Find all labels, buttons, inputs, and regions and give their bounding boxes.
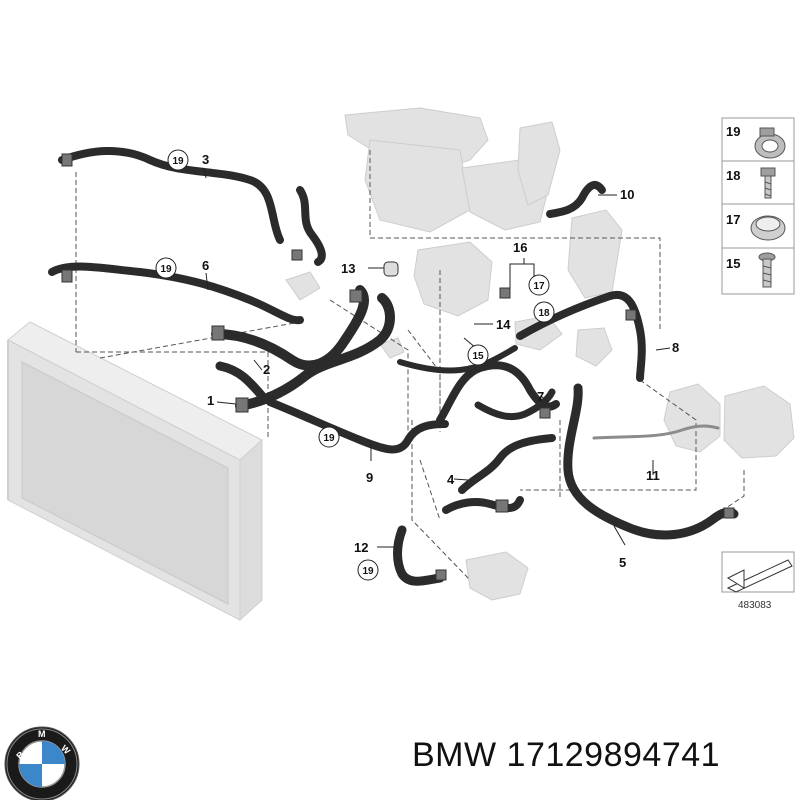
- callout-4: 4: [447, 472, 455, 487]
- callout-19-middle-label: 19: [160, 264, 172, 275]
- callout-14: 14: [496, 317, 511, 332]
- bolt-icon: [760, 167, 776, 199]
- callout-19-bottom-label: 19: [362, 566, 374, 577]
- callout-12: 12: [354, 540, 368, 555]
- callout-19-lower-label: 19: [323, 433, 335, 444]
- callout-17-label: 17: [533, 281, 545, 292]
- hose-upper-link: [397, 345, 518, 374]
- callout-19-middle: 19: [155, 257, 177, 279]
- callout-10: 10: [620, 187, 634, 202]
- callout-19-lower: 19: [318, 426, 340, 448]
- callout-19-upper-label: 19: [172, 156, 184, 167]
- hoses: [48, 147, 739, 586]
- hose-4: [458, 434, 556, 494]
- screw-icon: [758, 252, 776, 288]
- callout-labels: 1 2 3 4 5 6 7 8 9 10 11 12 13 14 16: [202, 152, 679, 570]
- callout-18-label: 18: [538, 308, 550, 319]
- hose-3: [58, 147, 284, 244]
- callout-7: 7: [537, 389, 544, 404]
- callout-3: 3: [202, 152, 209, 167]
- brand-name: BMW: [412, 736, 497, 774]
- callout-19-upper: 19: [167, 149, 189, 171]
- callout-5: 5: [619, 555, 626, 570]
- legend-number-18: 18: [726, 168, 740, 183]
- assembly-dashed-lines: [75, 150, 745, 581]
- hose-12: [393, 525, 445, 586]
- callout-15: 15: [467, 344, 489, 366]
- diagram-id-number: 483083: [738, 600, 772, 611]
- leader-lines: [203, 167, 671, 548]
- callout-8: 8: [672, 340, 679, 355]
- svg-text:M: M: [38, 729, 46, 739]
- callout-2: 2: [263, 362, 270, 377]
- hose-10: [546, 181, 606, 218]
- callout-15-label: 15: [472, 351, 484, 362]
- hose-11: [592, 424, 720, 440]
- hose-3-tail: [296, 186, 326, 266]
- hose-8: [516, 290, 646, 382]
- radiator: [7, 321, 263, 622]
- hose-6: [48, 262, 304, 325]
- bmw-logo: B M W: [4, 726, 80, 800]
- callout-17: 17: [528, 274, 550, 296]
- engine-background-parts: [285, 107, 795, 601]
- hose-4b: [442, 496, 524, 514]
- callout-16: 16: [513, 240, 527, 255]
- callout-19-bottom: 19: [357, 559, 379, 581]
- legend-number-17: 17: [726, 212, 740, 227]
- hose-7b: [474, 388, 556, 421]
- legend-number-15: 15: [726, 256, 740, 271]
- clamp-ring-icon: [754, 127, 786, 159]
- diagram-id-box: 483083: [721, 551, 795, 611]
- callout-18: 18: [533, 301, 555, 323]
- legend-number-19: 19: [726, 124, 740, 139]
- hose-1: [235, 293, 395, 411]
- clip-sleeve-icon: [750, 215, 786, 241]
- hose-5: [563, 383, 739, 540]
- part-caption: BMW 17129894741: [412, 736, 720, 775]
- hose-inlet: [215, 361, 267, 401]
- callout-13: 13: [341, 261, 355, 276]
- callout-1: 1: [207, 393, 214, 408]
- clips: [61, 153, 735, 581]
- callout-11: 11: [646, 468, 660, 483]
- callout-6: 6: [202, 258, 209, 273]
- hose-9: [266, 398, 449, 454]
- parts-legend: 19 18 17 15: [721, 117, 795, 295]
- callout-9: 9: [366, 470, 373, 485]
- part-number: 17129894741: [506, 736, 721, 774]
